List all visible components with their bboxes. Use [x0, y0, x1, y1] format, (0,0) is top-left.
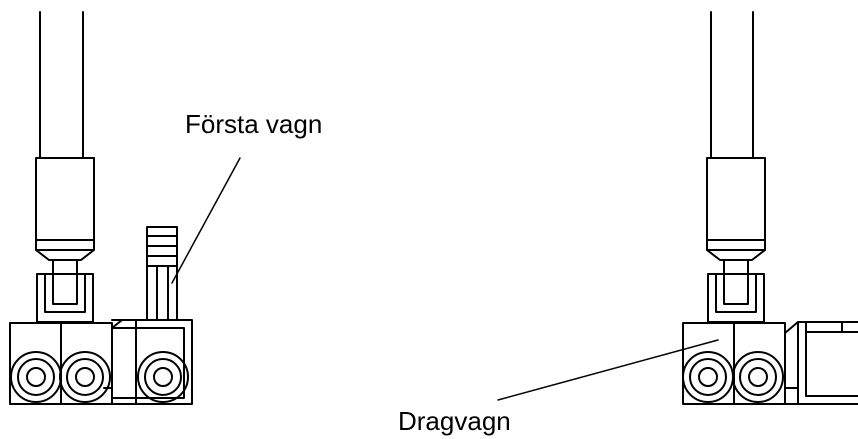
- first-trolley: [103, 319, 193, 405]
- left-pole: [39, 11, 84, 159]
- right-assembly: [682, 11, 858, 405]
- left-hitch-yoke: [36, 259, 94, 323]
- left-assembly: [9, 11, 193, 405]
- right-pole: [710, 11, 754, 159]
- tow-trolley-label: Dragvagn: [398, 406, 511, 436]
- detached-trolley: [784, 321, 858, 405]
- first-trolley-label: Första vagn: [185, 109, 323, 139]
- first-trolley-leader-line: [171, 157, 241, 284]
- left-tow-wheel-2: [59, 351, 111, 403]
- first-trolley-arm: [146, 226, 178, 321]
- right-tow-trolley: [682, 322, 786, 405]
- right-tow-wheel-2: [732, 351, 784, 403]
- right-pole-sleeve: [706, 157, 766, 261]
- first-trolley-wheel: [137, 351, 189, 403]
- right-hitch-yoke: [707, 259, 765, 323]
- left-pole-sleeve: [35, 157, 95, 261]
- left-tow-trolley: [9, 322, 113, 405]
- tow-trolley-leader-line: [497, 339, 719, 401]
